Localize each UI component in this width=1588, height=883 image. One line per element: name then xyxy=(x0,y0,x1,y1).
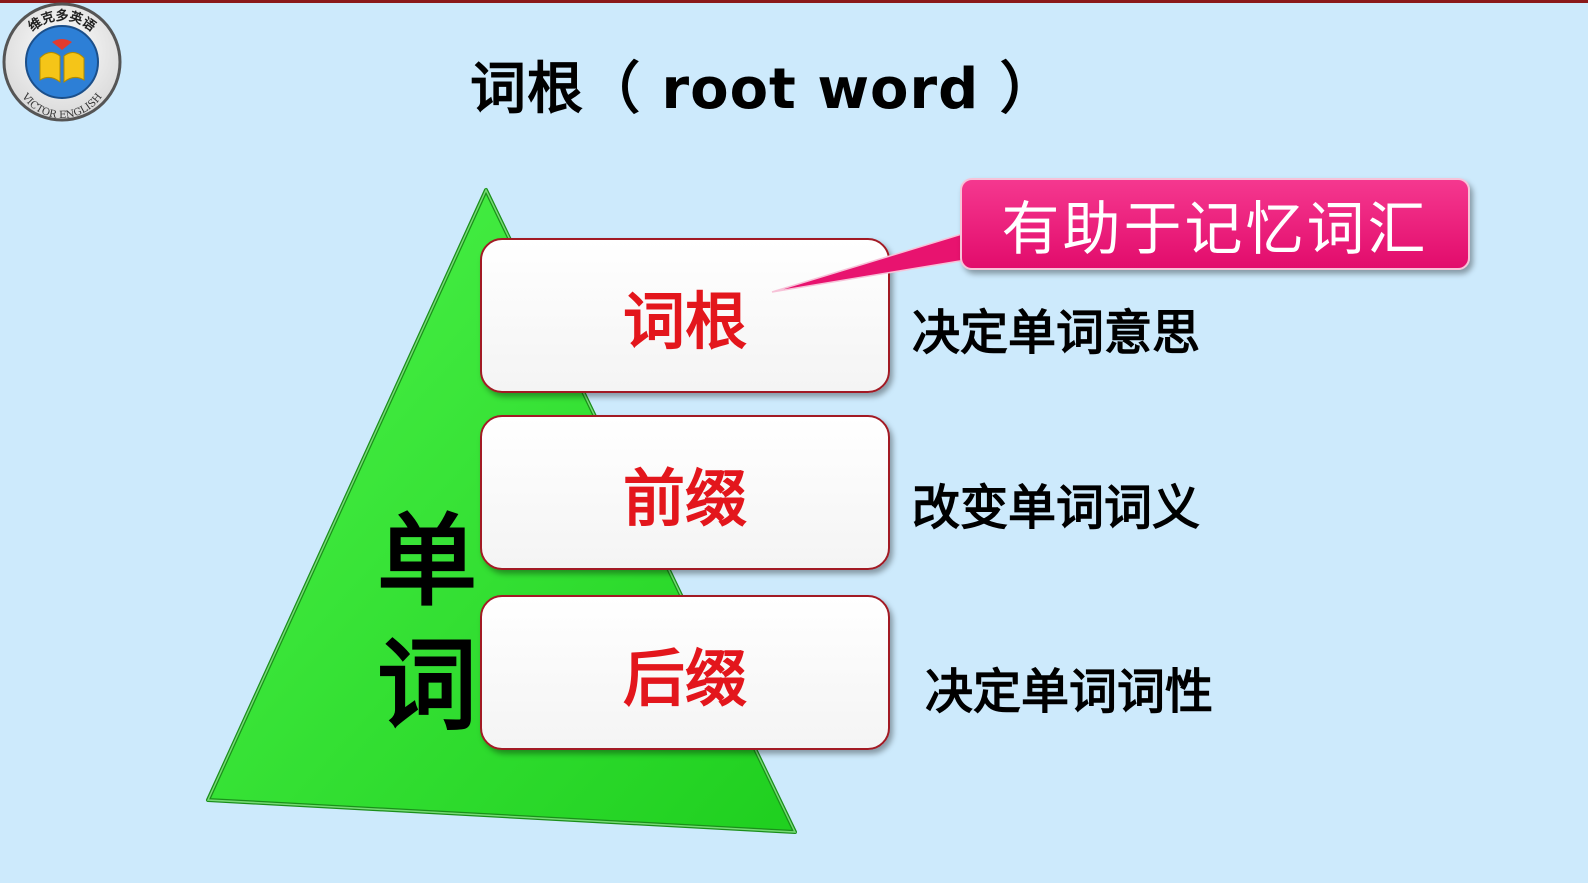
callout-memory-tip: 有助于记忆词汇 xyxy=(960,178,1470,270)
prefix-box: 前缀 xyxy=(480,415,890,570)
root-box: 词根 xyxy=(480,238,890,393)
pyramid-label: 单 词 xyxy=(372,500,482,748)
pyramid-label-char-1: 单 xyxy=(377,503,477,620)
victor-english-logo: 维克多英语 VICTOR ENGLISH xyxy=(2,2,122,122)
pyramid-label-char-2: 词 xyxy=(377,627,477,744)
root-description: 决定单词意思 xyxy=(912,305,1201,361)
suffix-box: 后缀 xyxy=(480,595,890,750)
page-title: 词根（ root word ） xyxy=(470,57,1057,122)
suffix-description: 决定单词词性 xyxy=(925,664,1214,720)
top-border-line xyxy=(0,0,1588,3)
prefix-description: 改变单词词义 xyxy=(912,480,1201,536)
